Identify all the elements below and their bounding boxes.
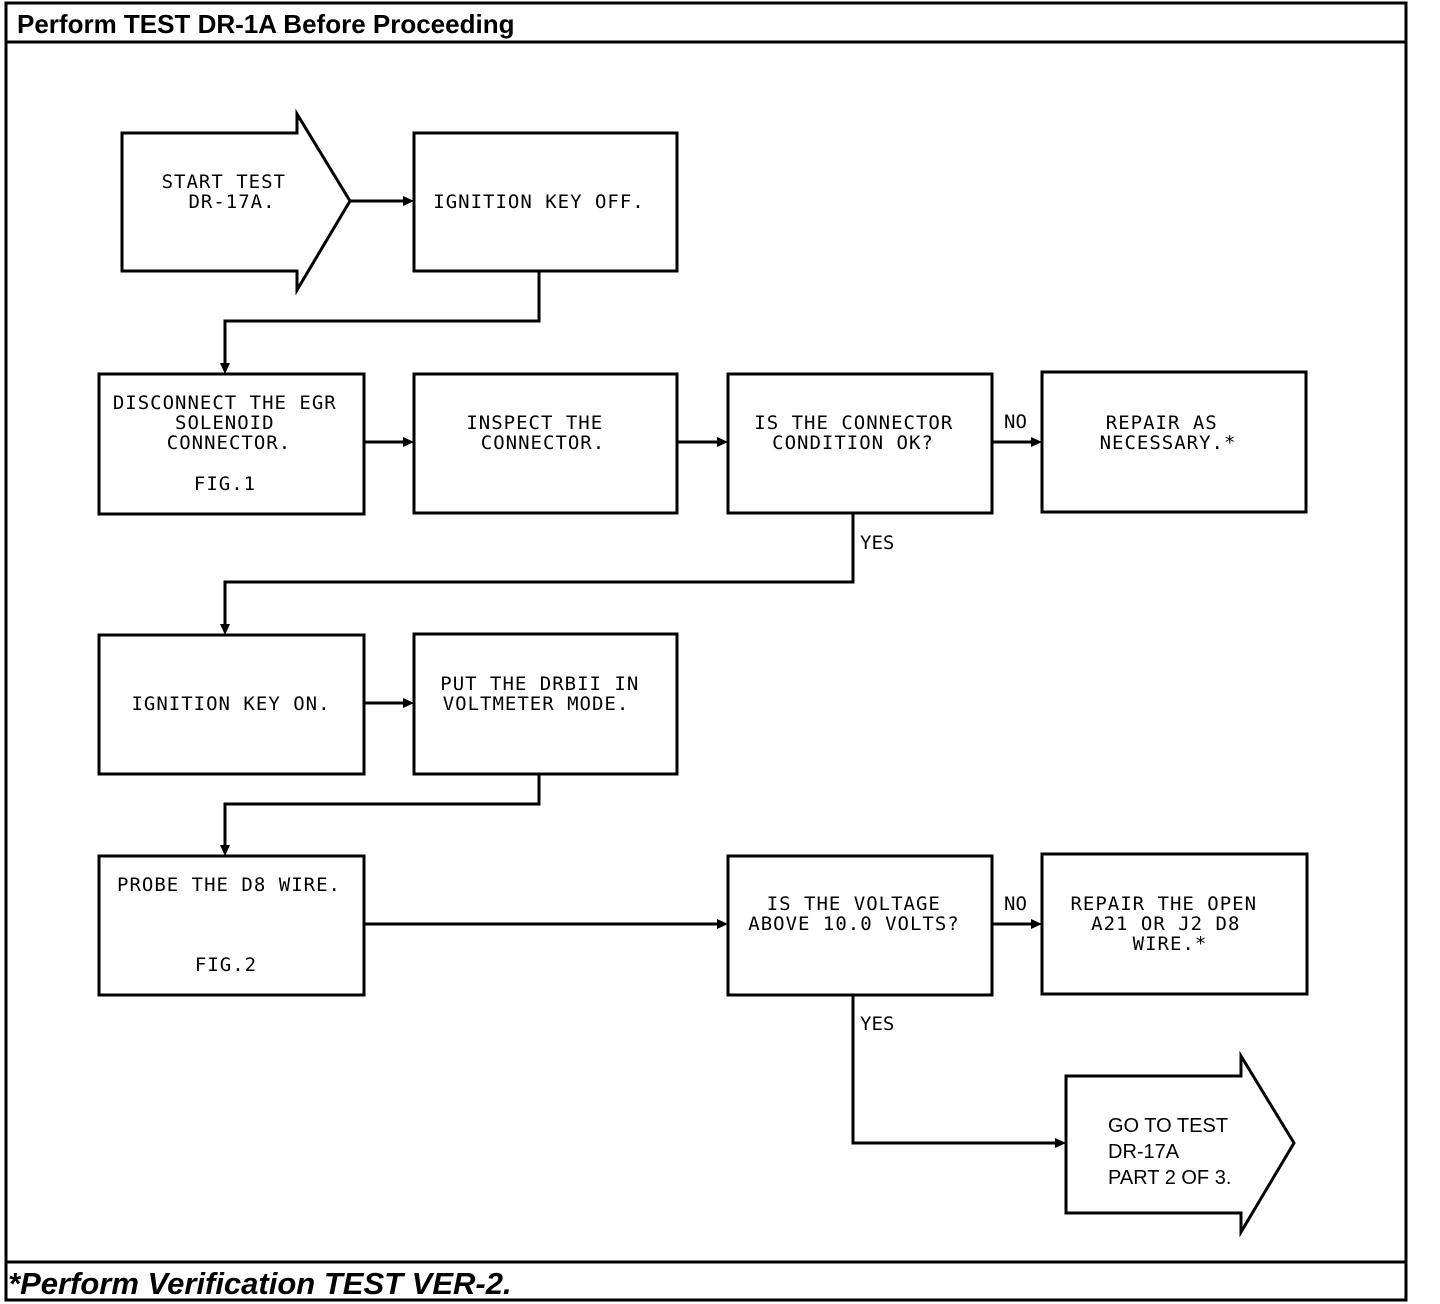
arrowhead	[403, 698, 414, 708]
connector-ok-box	[726, 372, 994, 515]
node-drbii-voltmeter: PUT THE DRBII IN VOLTMETER MODE.	[412, 632, 679, 776]
goto-arrow-shape	[1064, 1050, 1296, 1238]
node-connector-ok-decision: IS THE CONNECTOR CONDITION OK?	[726, 372, 994, 515]
node-repair-as-necessary: REPAIR AS NECESSARY.*	[1040, 370, 1308, 514]
arrowhead	[403, 196, 414, 206]
node-inspect: INSPECT THE CONNECTOR.	[412, 372, 679, 515]
connectors	[223, 199, 1058, 1145]
connector-ign-off-to-disconnect	[223, 271, 541, 366]
arrowhead	[220, 845, 230, 856]
disconnect-box	[97, 372, 366, 516]
ignition-on-box	[97, 633, 366, 776]
start-text: START TEST DR-17A.	[162, 171, 299, 213]
start-arrow-shape	[120, 108, 352, 296]
connector-ok-text: IS THE CONNECTOR CONDITION OK?	[754, 412, 965, 454]
probe-box	[97, 854, 366, 997]
node-start: START TEST DR-17A.	[120, 108, 352, 296]
node-repair-open-wire: REPAIR THE OPEN A21 OR J2 D8 WIRE.*	[1040, 852, 1309, 996]
inspect-box	[412, 372, 679, 515]
node-disconnect: DISCONNECT THE EGR SOLENOID CONNECTOR. F…	[97, 372, 366, 516]
node-probe-wire: PROBE THE D8 WIRE. FIG.2	[97, 854, 366, 997]
drbii-box	[412, 632, 679, 776]
arrowhead	[717, 437, 728, 447]
connector-conn-ok-to-ign-on	[223, 513, 855, 627]
arrowhead	[717, 919, 728, 929]
connector-drbii-to-probe	[223, 774, 541, 848]
node-voltage-decision: IS THE VOLTAGE ABOVE 10.0 VOLTS?	[726, 854, 994, 997]
probe-text: PROBE THE D8 WIRE.	[117, 874, 341, 896]
probe-fig-label: FIG.2	[195, 954, 257, 976]
arrowhead	[220, 624, 230, 635]
page-frame	[4, 1, 1408, 1302]
ignition-on-text: IGNITION KEY ON.	[131, 693, 330, 715]
arrowhead	[1031, 919, 1042, 929]
edge-label-yes-1: YES	[860, 532, 894, 554]
footer-note: *Perform Verification TEST VER-2.	[8, 1266, 512, 1301]
edge-label-yes-2: YES	[860, 1013, 894, 1035]
repair2-text: REPAIR THE OPEN A21 OR J2 D8 WIRE.*	[1070, 893, 1269, 955]
arrowhead	[220, 363, 230, 374]
goto-text: GO TO TEST DR-17A PART 2 OF 3.	[1108, 1115, 1233, 1189]
arrowheads	[220, 196, 1066, 1148]
connector-voltage-to-goto	[851, 995, 1058, 1145]
header-title: Perform TEST DR-1A Before Proceeding	[17, 9, 514, 39]
inspect-text: INSPECT THE CONNECTOR.	[466, 412, 615, 454]
voltage-box	[726, 854, 994, 997]
node-goto-test: GO TO TEST DR-17A PART 2 OF 3.	[1064, 1050, 1296, 1238]
node-ignition-off: IGNITION KEY OFF.	[412, 131, 679, 273]
edge-label-no-1: NO	[1004, 411, 1027, 433]
disconnect-text: DISCONNECT THE EGR SOLENOID CONNECTOR.	[113, 392, 349, 454]
repair2-box	[1040, 852, 1309, 996]
node-ignition-on: IGNITION KEY ON.	[97, 633, 366, 776]
disconnect-fig-label: FIG.1	[194, 473, 256, 495]
repair1-text: REPAIR AS NECESSARY.*	[1100, 412, 1237, 454]
ignition-off-text: IGNITION KEY OFF.	[433, 191, 644, 213]
drbii-text: PUT THE DRBII IN VOLTMETER MODE.	[440, 673, 651, 715]
edge-label-no-2: NO	[1004, 893, 1027, 915]
arrowhead	[1031, 437, 1042, 447]
arrowhead	[403, 437, 414, 447]
arrowhead	[1055, 1138, 1066, 1148]
voltage-text: IS THE VOLTAGE ABOVE 10.0 VOLTS?	[748, 893, 959, 935]
ignition-off-box	[412, 131, 679, 273]
repair1-box	[1040, 370, 1308, 514]
